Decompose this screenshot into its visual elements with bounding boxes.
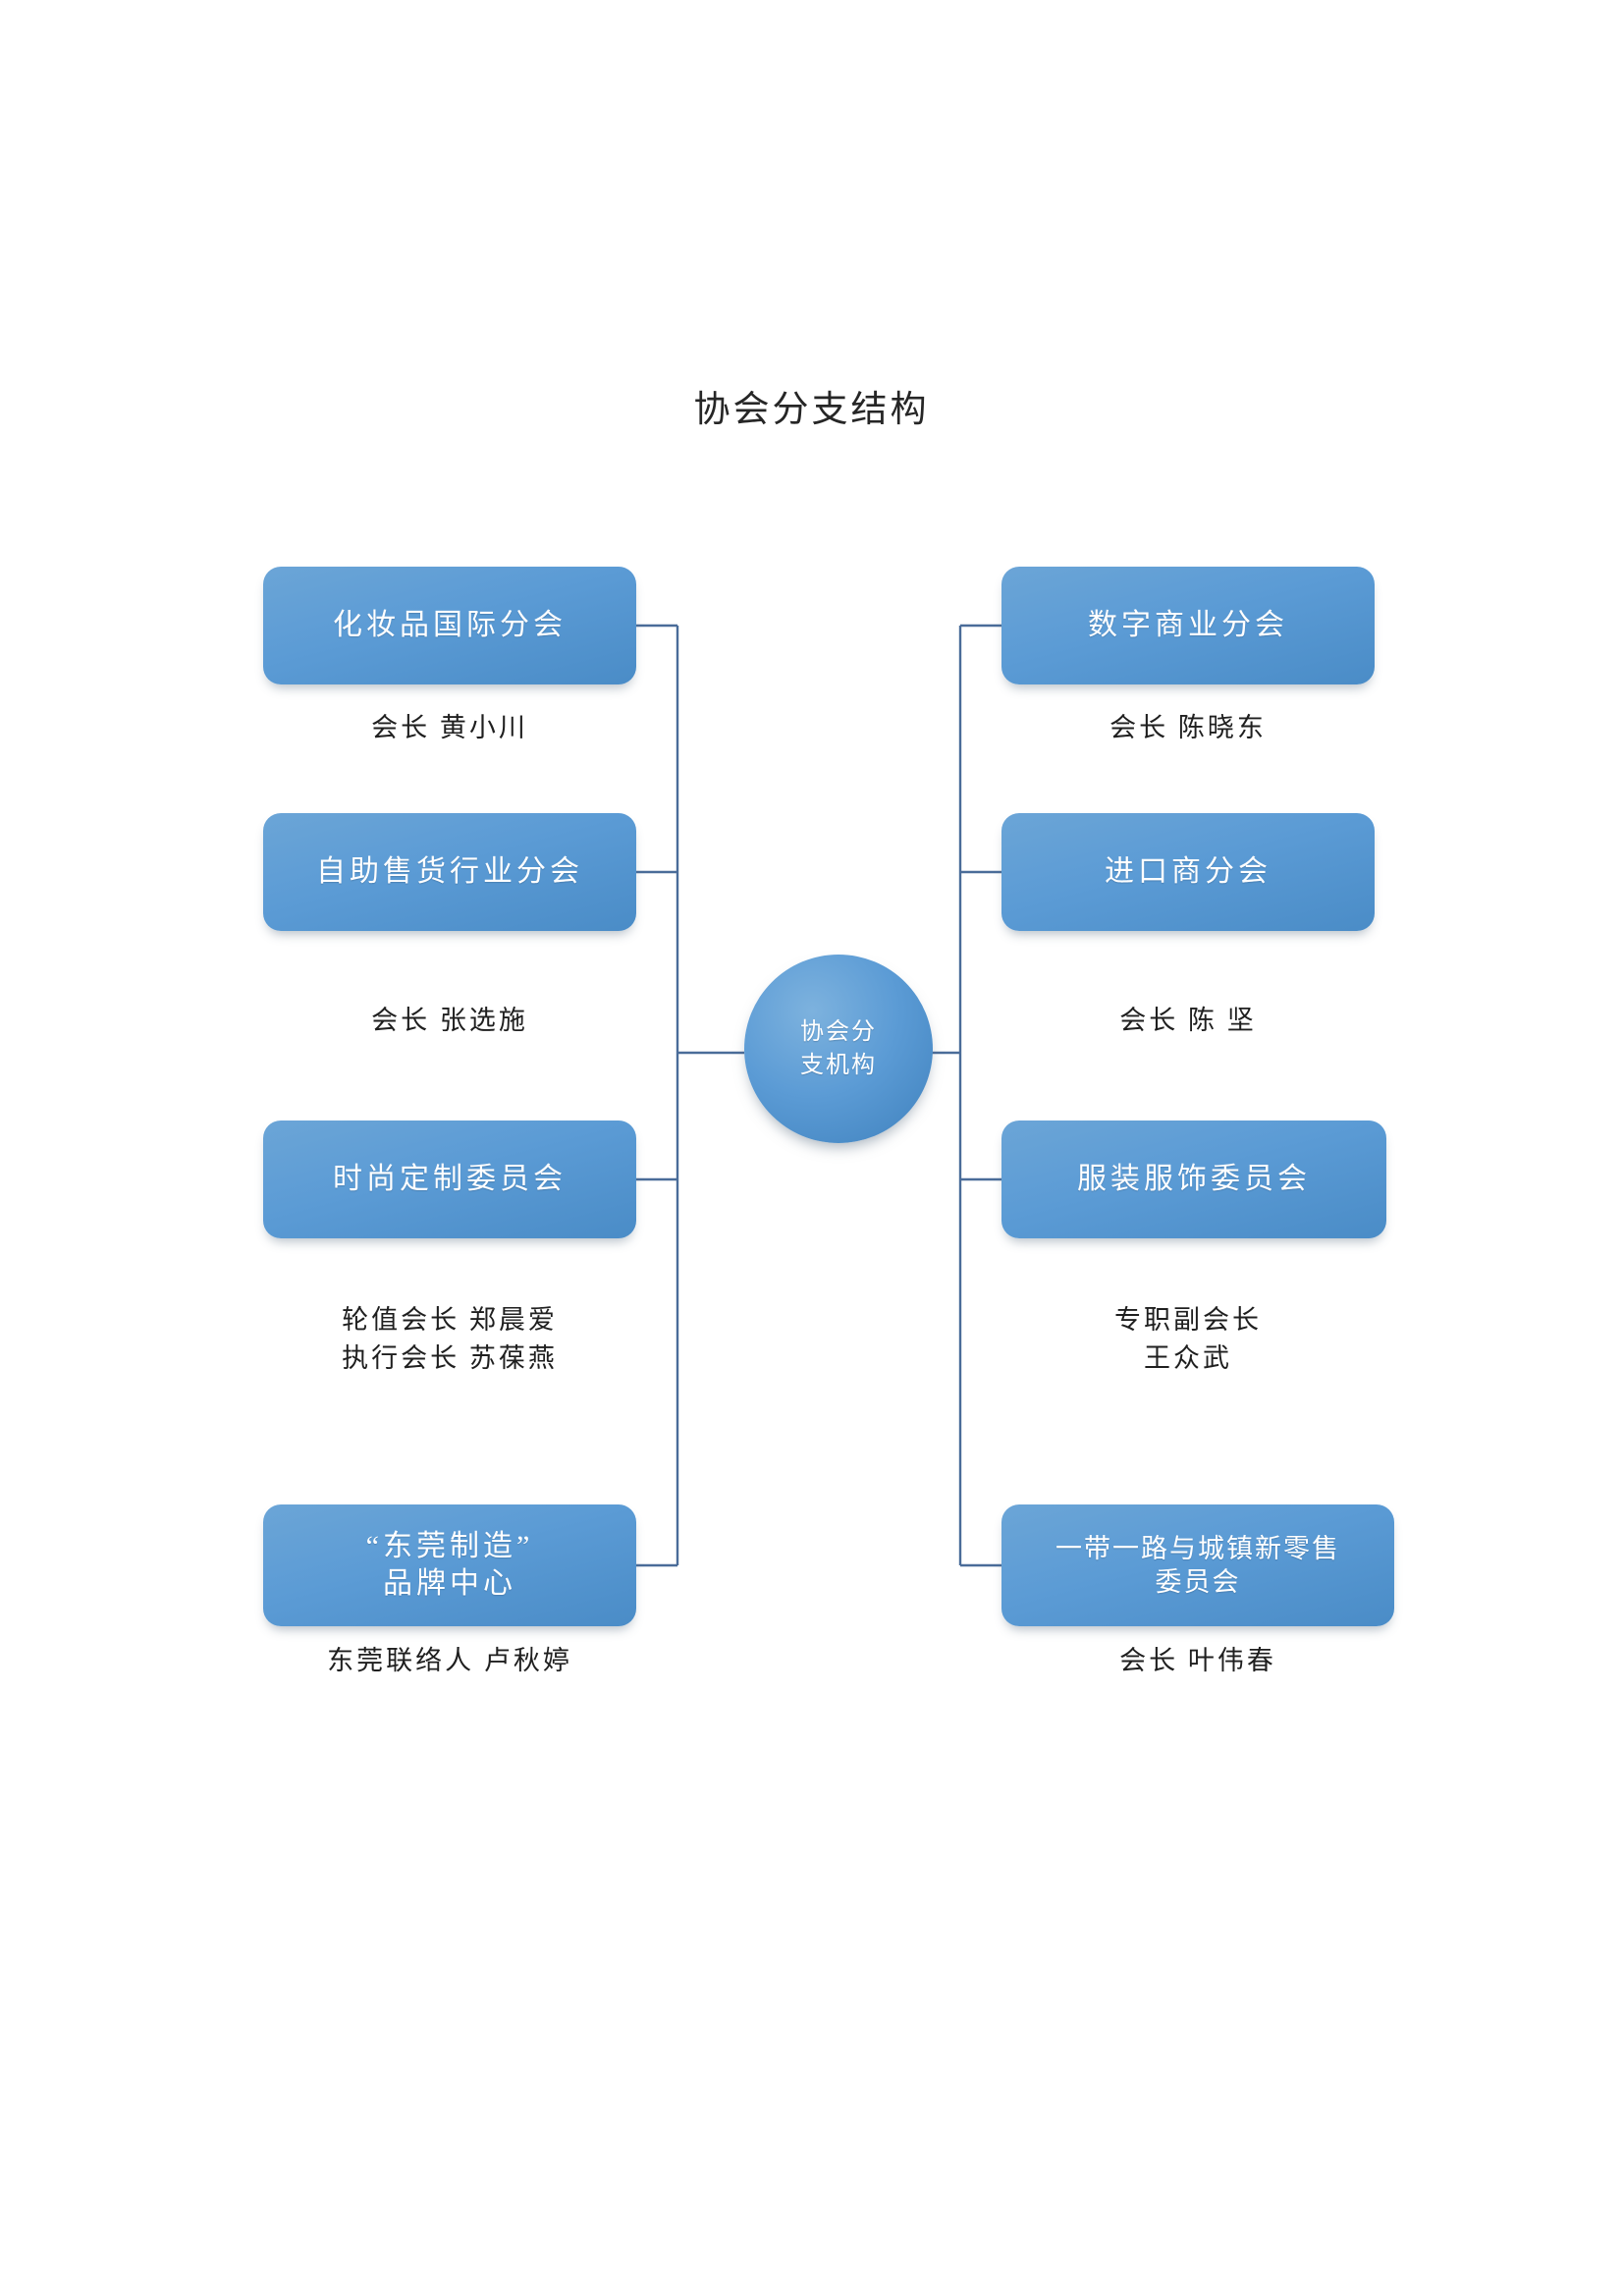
node-right-3-label: 服装服饰委员会 (1077, 1163, 1311, 1196)
node-left-3[interactable]: 时尚定制委员会 (263, 1121, 636, 1238)
node-right-4-label: 一带一路与城镇新零售 委员会 (1055, 1533, 1340, 1597)
node-left-2-label: 自助售货行业分会 (316, 855, 583, 889)
node-left-2[interactable]: 自助售货行业分会 (263, 813, 636, 931)
hub-node-association[interactable]: 协会分 支机构 (744, 955, 933, 1143)
node-left-4-label: “东莞制造” 品牌中心 (365, 1530, 534, 1600)
node-left-1-label: 化妆品国际分会 (333, 609, 567, 642)
hub-node-label: 协会分 支机构 (800, 1018, 877, 1078)
caption-right-1: 会长 陈晓东 (1109, 713, 1267, 742)
caption-left-3: 轮值会长 郑晨爱 执行会长 苏葆燕 (342, 1305, 558, 1374)
node-left-1[interactable]: 化妆品国际分会 (263, 567, 636, 684)
node-right-4[interactable]: 一带一路与城镇新零售 委员会 (1001, 1504, 1394, 1626)
node-right-2[interactable]: 进口商分会 (1001, 813, 1375, 931)
page-title: 协会分支结构 (693, 390, 930, 430)
caption-left-2: 会长 张选施 (371, 1006, 528, 1035)
caption-right-3: 专职副会长 王众武 (1114, 1305, 1262, 1374)
caption-right-2: 会长 陈 坚 (1119, 1006, 1257, 1035)
node-right-2-label: 进口商分会 (1105, 855, 1271, 889)
caption-left-1: 会长 黄小川 (371, 713, 528, 742)
node-left-3-label: 时尚定制委员会 (333, 1163, 567, 1196)
node-right-1-label: 数字商业分会 (1088, 609, 1288, 642)
node-right-1[interactable]: 数字商业分会 (1001, 567, 1375, 684)
node-left-4[interactable]: “东莞制造” 品牌中心 (263, 1504, 636, 1626)
caption-left-4: 东莞联络人 卢秋婷 (327, 1646, 572, 1675)
node-right-3[interactable]: 服装服饰委员会 (1001, 1121, 1386, 1238)
caption-right-4: 会长 叶伟春 (1119, 1646, 1276, 1675)
